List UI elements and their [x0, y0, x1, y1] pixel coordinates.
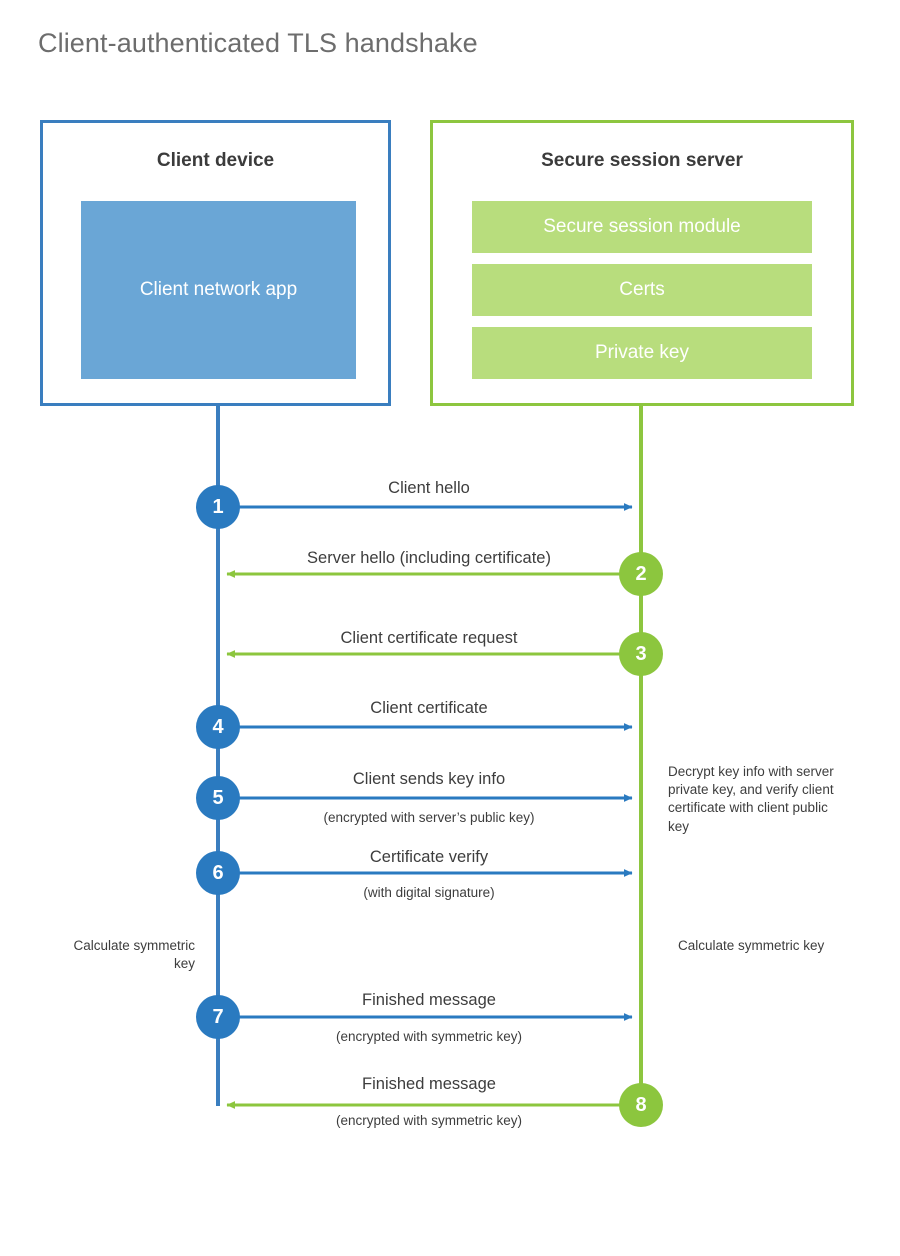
secure-session-module-block: Secure session module: [472, 201, 812, 253]
message-label-1: Client hello: [388, 479, 470, 497]
message-sublabel-8: (encrypted with symmetric key): [335, 1113, 523, 1128]
step-circle-4[interactable]: 4: [196, 705, 240, 749]
message-sublabel-5: (encrypted with server’s public key): [323, 810, 535, 825]
message-label-8: Finished message: [362, 1075, 496, 1093]
page-title: Client-authenticated TLS handshake: [38, 28, 478, 58]
private-key-block: Private key: [472, 327, 812, 379]
message-sublabel-6: (with digital signature): [363, 885, 495, 900]
step-circle-5[interactable]: 5: [196, 776, 240, 820]
client-device-title: Client device: [156, 150, 275, 171]
client-device-box: Client device Client network app: [40, 120, 391, 406]
secure-session-server-box: Secure session server Secure session mod…: [430, 120, 854, 406]
message-label-5: Client sends key info: [352, 770, 506, 788]
calculate-symmetric-key-client: Calculate symmetric key: [73, 938, 195, 972]
step-circle-3[interactable]: 3: [619, 632, 663, 676]
step-circle-8[interactable]: 8: [619, 1083, 663, 1127]
message-label-7: Finished message: [362, 991, 496, 1009]
secure-session-server-title: Secure session server: [541, 150, 743, 171]
message-label-2: Server hello (including certificate): [307, 549, 551, 567]
message-sublabel-7: (encrypted with symmetric key): [335, 1029, 523, 1044]
certs-block: Certs: [472, 264, 812, 316]
message-label-6: Certificate verify: [369, 848, 489, 866]
server-decrypt-annotation: Decrypt key info with server private key…: [668, 764, 834, 834]
message-label-3: Client certificate request: [340, 629, 518, 647]
step-circle-7[interactable]: 7: [196, 995, 240, 1039]
step-circle-1[interactable]: 1: [196, 485, 240, 529]
step-circle-2[interactable]: 2: [619, 552, 663, 596]
client-network-app-block: Client network app: [81, 201, 356, 379]
calculate-symmetric-key-server: Calculate symmetric key: [678, 938, 825, 953]
step-circle-6[interactable]: 6: [196, 851, 240, 895]
message-label-4: Client certificate: [370, 699, 488, 717]
